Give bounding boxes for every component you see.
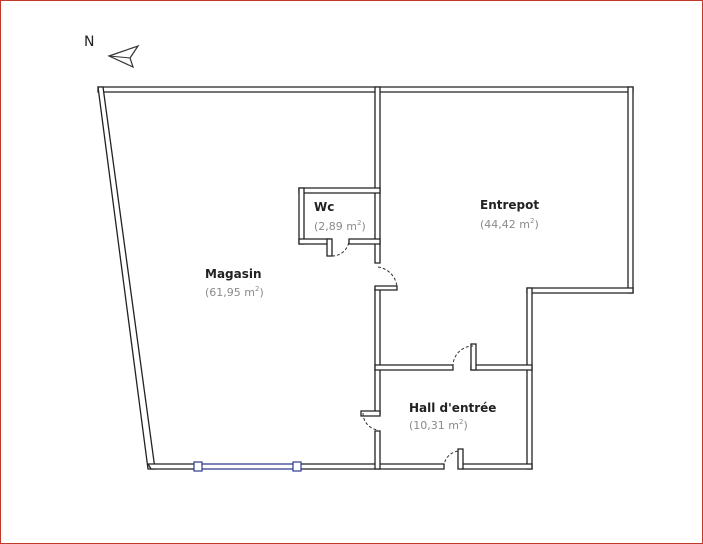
room-area-magasin: (61,95 m2) bbox=[205, 285, 264, 299]
room-area-wc: (2,89 m2) bbox=[314, 219, 366, 233]
hall-wall-top-left bbox=[374, 364, 454, 371]
room-magasin: Magasin (61,95 m2) bbox=[205, 267, 264, 299]
partition-main-top bbox=[374, 86, 381, 264]
door-swing-magasin-entrepot bbox=[377, 266, 398, 289]
wall-left bbox=[97, 86, 156, 470]
door-swings bbox=[331, 240, 474, 468]
room-name-magasin: Magasin bbox=[205, 267, 262, 281]
room-area-hall: (10,31 m2) bbox=[409, 418, 468, 432]
wc-wall-left bbox=[298, 187, 305, 245]
wall-bottom-left bbox=[146, 463, 199, 470]
hall-wall-top-right bbox=[470, 364, 533, 371]
partition-main-middle bbox=[374, 287, 381, 415]
wall-entrepot-step bbox=[526, 287, 634, 294]
room-name-entrepot: Entrepot bbox=[480, 198, 539, 212]
door-stub-magasin bbox=[374, 285, 398, 291]
wc-wall-top bbox=[298, 187, 381, 194]
entry-door-stub bbox=[457, 448, 464, 470]
room-name-hall: Hall d'entrée bbox=[409, 401, 496, 415]
window bbox=[193, 461, 302, 472]
door-swing-magasin-hall bbox=[362, 412, 379, 431]
north-compass: N bbox=[84, 34, 140, 69]
hall-left-door-stub bbox=[360, 410, 381, 417]
walls bbox=[97, 86, 634, 470]
room-hall: Hall d'entrée (10,31 m2) bbox=[409, 401, 496, 432]
wall-right-upper bbox=[627, 86, 634, 294]
wall-right-lower bbox=[526, 287, 533, 470]
room-area-entrepot: (44,42 m2) bbox=[480, 217, 539, 231]
door-swing-wc bbox=[331, 240, 350, 257]
wc-door-stub bbox=[326, 238, 333, 257]
window-handle-left bbox=[193, 461, 203, 472]
hall-door-stub bbox=[470, 343, 477, 371]
wall-top bbox=[97, 86, 634, 93]
wall-bottom-right bbox=[461, 463, 533, 470]
north-arrow-midline bbox=[108, 55, 131, 59]
room-wc: Wc (2,89 m2) bbox=[314, 200, 366, 233]
wall-bottom-mid bbox=[297, 463, 445, 470]
room-entrepot: Entrepot (44,42 m2) bbox=[480, 198, 539, 231]
door-swing-entry bbox=[443, 450, 461, 468]
north-label: N bbox=[84, 34, 94, 50]
door-swing-entrepot-hall bbox=[452, 345, 474, 368]
room-name-wc: Wc bbox=[314, 200, 334, 214]
wc-wall-bottom-left bbox=[298, 238, 332, 245]
wc-wall-bottom-right bbox=[348, 238, 381, 245]
window-handle-right bbox=[292, 461, 302, 472]
partition-main-bottom bbox=[374, 430, 381, 470]
